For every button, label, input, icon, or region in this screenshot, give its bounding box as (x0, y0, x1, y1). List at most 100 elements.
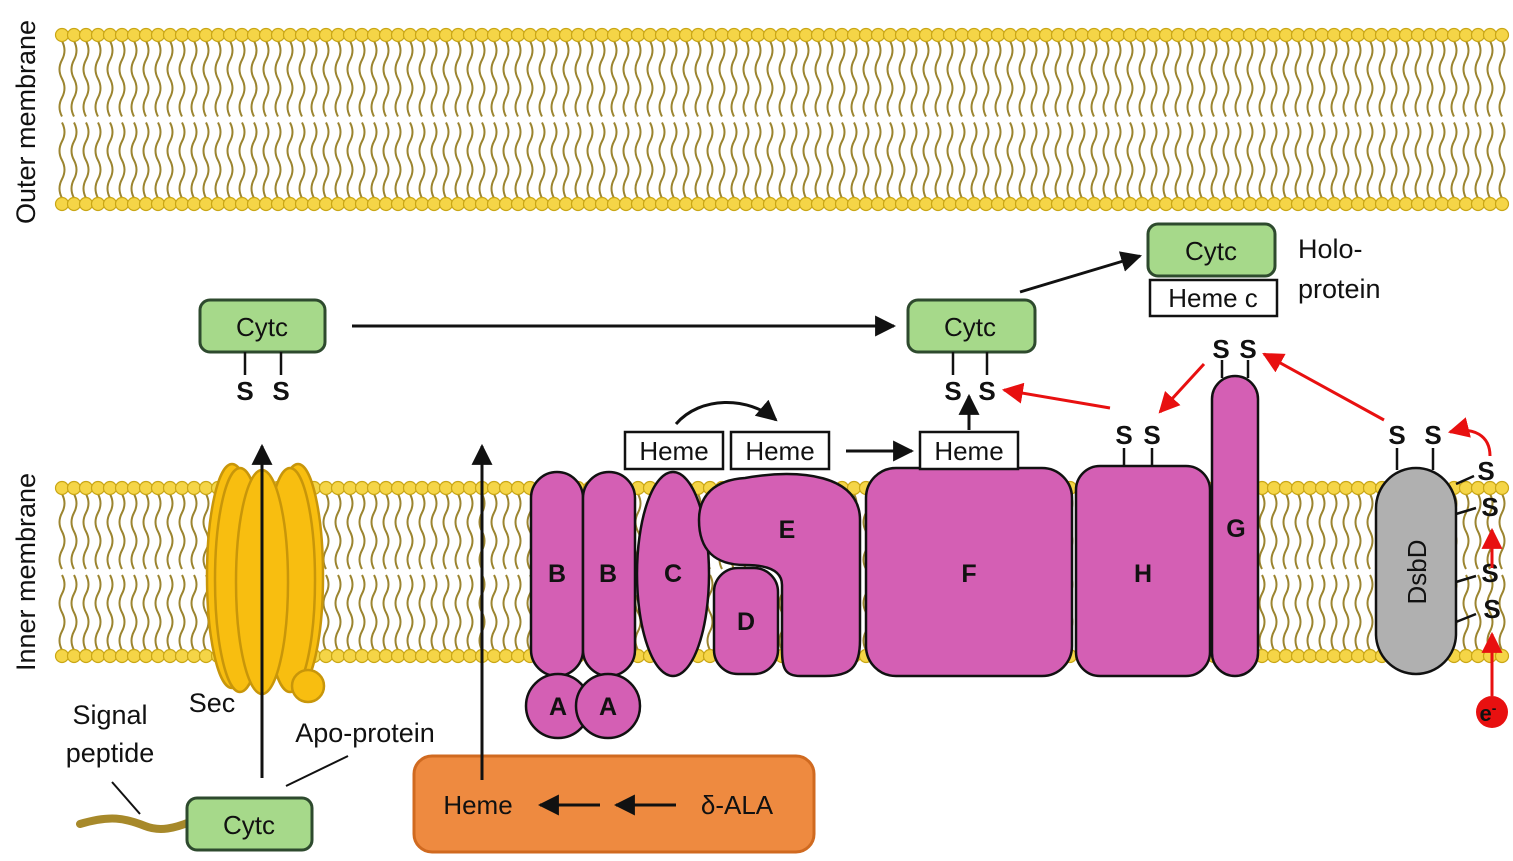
lipid-head (1470, 27, 1486, 43)
signal-peptide (76, 814, 194, 833)
lipid-tail (70, 493, 78, 570)
lipid-tail (454, 40, 462, 117)
lipid-tail (1294, 493, 1302, 570)
lipid-head (354, 648, 370, 664)
lipid-head (414, 27, 430, 43)
sulfur-atom: S (1483, 594, 1500, 624)
lipid-head (1002, 27, 1018, 43)
lipid-head (906, 196, 922, 212)
lipid-head (510, 648, 526, 664)
lipid-head (1110, 27, 1126, 43)
lipid-head (1314, 27, 1330, 43)
lipid-head (186, 27, 202, 43)
lipid-head (1290, 648, 1306, 664)
lipid-head (258, 27, 274, 43)
lipid-tail (418, 122, 426, 199)
lipid-head (1326, 196, 1342, 212)
lipid-tail (958, 122, 966, 199)
lipid-tail (1258, 574, 1266, 651)
lipid-head (1182, 27, 1198, 43)
lipid-head (1482, 196, 1498, 212)
lipid-head (54, 196, 70, 212)
lipid-tail (562, 122, 570, 199)
lipid-tail (106, 122, 114, 199)
cytc-label: Cytc (236, 312, 288, 342)
ccmC-subunit (635, 470, 711, 678)
lipid-head (54, 480, 70, 496)
lipid-tail (742, 40, 750, 117)
lipid-tail (58, 574, 66, 651)
lipid-tail (970, 40, 978, 117)
lipid-tail (454, 122, 462, 199)
lipid-tail (142, 40, 150, 117)
lipid-head (1314, 480, 1330, 496)
lipid-tail (178, 40, 186, 117)
lipid-tail (1138, 40, 1146, 117)
lipid-head (666, 27, 682, 43)
lipid-head (366, 27, 382, 43)
subunit-label-B: B (548, 560, 566, 588)
dsbd-protein (1374, 466, 1458, 676)
lipid-tail (370, 493, 378, 570)
lipid-tail (1342, 122, 1350, 199)
lipid-head (174, 648, 190, 664)
lipid-head (654, 196, 670, 212)
lipid-tail (598, 122, 606, 199)
lipid-tail (1330, 493, 1338, 570)
lipid-tail (1126, 122, 1134, 199)
lipid-head (366, 648, 382, 664)
lipid-tail (1078, 122, 1086, 199)
lipid-tail (442, 493, 450, 570)
cys-stalk (1455, 474, 1475, 486)
lipid-tail (394, 122, 402, 199)
lipid-head (1182, 196, 1198, 212)
lipid-head (1266, 196, 1282, 212)
lipid-head (426, 27, 442, 43)
lipid-head (126, 196, 142, 212)
lipid-head (1326, 27, 1342, 43)
lipid-head (354, 196, 370, 212)
lipid-tail (1126, 40, 1134, 117)
lipid-tail (226, 40, 234, 117)
lipid-tail (706, 574, 714, 651)
lipid-head (246, 196, 262, 212)
sulfur-atom: S (1115, 420, 1132, 450)
sulfur-atom: S (1424, 420, 1441, 450)
heme-box-label: Heme (639, 436, 708, 466)
lipid-tail (1006, 122, 1014, 199)
subunit-label-C: C (664, 560, 682, 588)
lipid-tail (1282, 493, 1290, 570)
lipid-head (1494, 196, 1510, 212)
lipid-tail (310, 122, 318, 199)
lipid-head (318, 480, 334, 496)
lipid-tail (1306, 122, 1314, 199)
lipid-tail (670, 122, 678, 199)
lipid-tail (1426, 40, 1434, 117)
lipid-head (1122, 196, 1138, 212)
electron-icon (1476, 696, 1508, 728)
cys-stalk (1455, 612, 1477, 624)
lipid-tail (1318, 574, 1326, 651)
lipid-tail (838, 122, 846, 199)
lipid-tail (622, 122, 630, 199)
lipid-head (186, 480, 202, 496)
cytc-apo: Cytc (185, 796, 314, 852)
lipid-tail (1330, 40, 1338, 117)
lipid-head (618, 196, 634, 212)
lipid-tail (898, 40, 906, 117)
lipid-tail (646, 40, 654, 117)
lipid-head (342, 648, 358, 664)
lipid-head (102, 196, 118, 212)
lipid-head (1482, 648, 1498, 664)
lipid-head (66, 196, 82, 212)
lipid-head (438, 196, 454, 212)
lipid-head (222, 196, 238, 212)
heme-c-box (1148, 278, 1279, 318)
lipid-head (102, 648, 118, 664)
lipid-tail (358, 40, 366, 117)
heme-c-label: Heme c (1168, 283, 1258, 313)
lipid-tail (1042, 40, 1050, 117)
lipid-head (414, 196, 430, 212)
lipid-head (1386, 27, 1402, 43)
